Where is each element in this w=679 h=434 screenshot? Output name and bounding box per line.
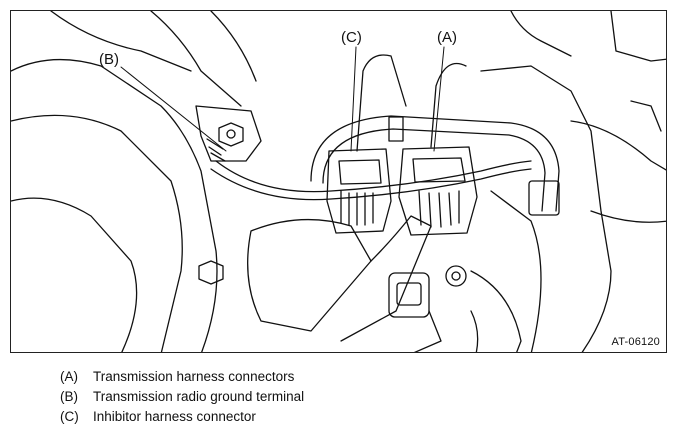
- legend-item-b: (B) Transmission radio ground terminal: [60, 386, 304, 406]
- callout-a: (A): [437, 29, 457, 46]
- legend-item-c: (C) Inhibitor harness connector: [60, 406, 304, 426]
- legend-key: (A): [60, 368, 78, 384]
- harness-line-drawing: [11, 11, 666, 352]
- legend-text: Transmission radio ground terminal: [93, 388, 305, 404]
- diagram-frame: (B) (C) (A) AT-06120: [10, 10, 667, 353]
- legend: (A) Transmission harness connectors (B) …: [60, 366, 304, 426]
- legend-key: (B): [60, 388, 78, 404]
- legend-text: Transmission harness connectors: [93, 368, 295, 384]
- figure-id-label: AT-06120: [611, 336, 660, 348]
- callout-c: (C): [341, 29, 362, 46]
- callout-b: (B): [99, 51, 119, 68]
- legend-item-a: (A) Transmission harness connectors: [60, 366, 304, 386]
- legend-text: Inhibitor harness connector: [93, 408, 256, 424]
- legend-key: (C): [60, 408, 79, 424]
